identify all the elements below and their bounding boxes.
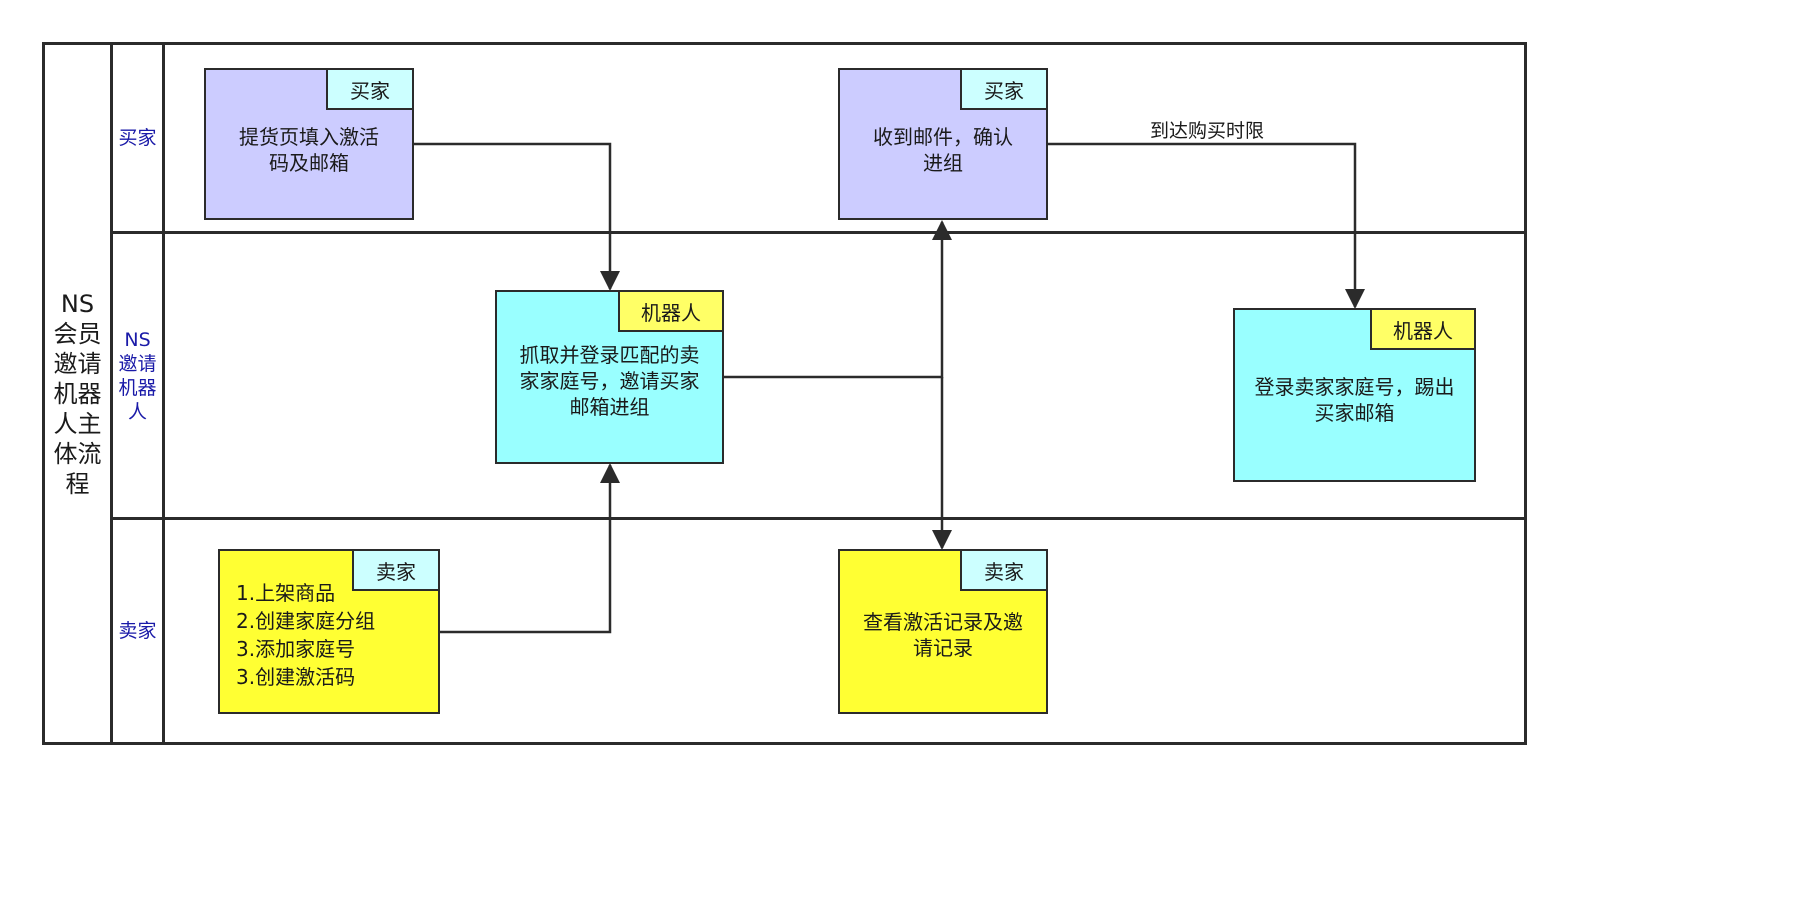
- node-buyer-confirm: 买家 收到邮件，确认进组: [838, 68, 1048, 220]
- node-seller-setup-line-1: 1.上架商品: [236, 581, 336, 605]
- lane-label-buyer: 买家: [118, 127, 157, 149]
- edge-label-timeout: 到达购买时限: [1150, 120, 1265, 142]
- node-robot-invite: 机器人 抓取并登录匹配的卖家家庭号，邀请买家邮箱进组: [495, 290, 724, 464]
- node-seller-view-tag: 卖家: [960, 551, 1046, 591]
- node-buyer-input-tag: 买家: [326, 70, 412, 110]
- edge-invite-to-confirm: [724, 220, 952, 379]
- node-robot-kick-text: 登录卖家家庭号，踢出买家邮箱: [1254, 375, 1455, 425]
- edge-setup-to-invite: [440, 463, 620, 634]
- node-seller-setup-lines: 1.上架商品 2.创建家庭分组 3.添加家庭号 3.创建激活码: [236, 579, 375, 691]
- node-seller-setup: 卖家 1.上架商品 2.创建家庭分组 3.添加家庭号 3.创建激活码: [218, 549, 440, 714]
- node-seller-setup-tag: 卖家: [352, 551, 438, 591]
- lane-divider-2: [110, 517, 1527, 520]
- node-seller-setup-line-2: 2.创建家庭分组: [236, 609, 376, 633]
- node-buyer-confirm-text: 收到邮件，确认进组: [873, 125, 1013, 175]
- node-seller-view-text: 查看激活记录及邀请记录: [863, 610, 1023, 660]
- pool-title-divider: [110, 42, 113, 745]
- node-robot-invite-tag: 机器人: [618, 292, 722, 332]
- flow-edges: [414, 142, 1365, 634]
- pool-frame: [42, 42, 1527, 745]
- node-buyer-input-text: 提货页填入激活码及邮箱: [239, 125, 379, 175]
- edge-confirm-to-kick: [1048, 142, 1365, 309]
- edge-input-to-invite: [414, 142, 620, 291]
- node-robot-invite-text: 抓取并登录匹配的卖家家庭号，邀请买家邮箱进组: [519, 343, 700, 419]
- node-seller-setup-line-3: 3.添加家庭号: [236, 637, 356, 661]
- lane-label-robot: NS邀请机器人: [118, 328, 157, 423]
- node-seller-view: 卖家 查看激活记录及邀请记录: [838, 549, 1048, 714]
- lane-label-seller: 卖家: [118, 620, 157, 642]
- lane-label-divider: [162, 42, 165, 745]
- node-buyer-input: 买家 提货页填入激活码及邮箱: [204, 68, 414, 220]
- pool-title: NS会员邀请机器人主体流程: [53, 289, 102, 498]
- node-robot-kick-tag: 机器人: [1370, 310, 1474, 350]
- node-buyer-confirm-tag: 买家: [960, 70, 1046, 110]
- node-seller-setup-line-4: 3.创建激活码: [236, 665, 356, 689]
- node-robot-kick: 机器人 登录卖家家庭号，踢出买家邮箱: [1233, 308, 1476, 482]
- lane-divider-1: [110, 231, 1527, 234]
